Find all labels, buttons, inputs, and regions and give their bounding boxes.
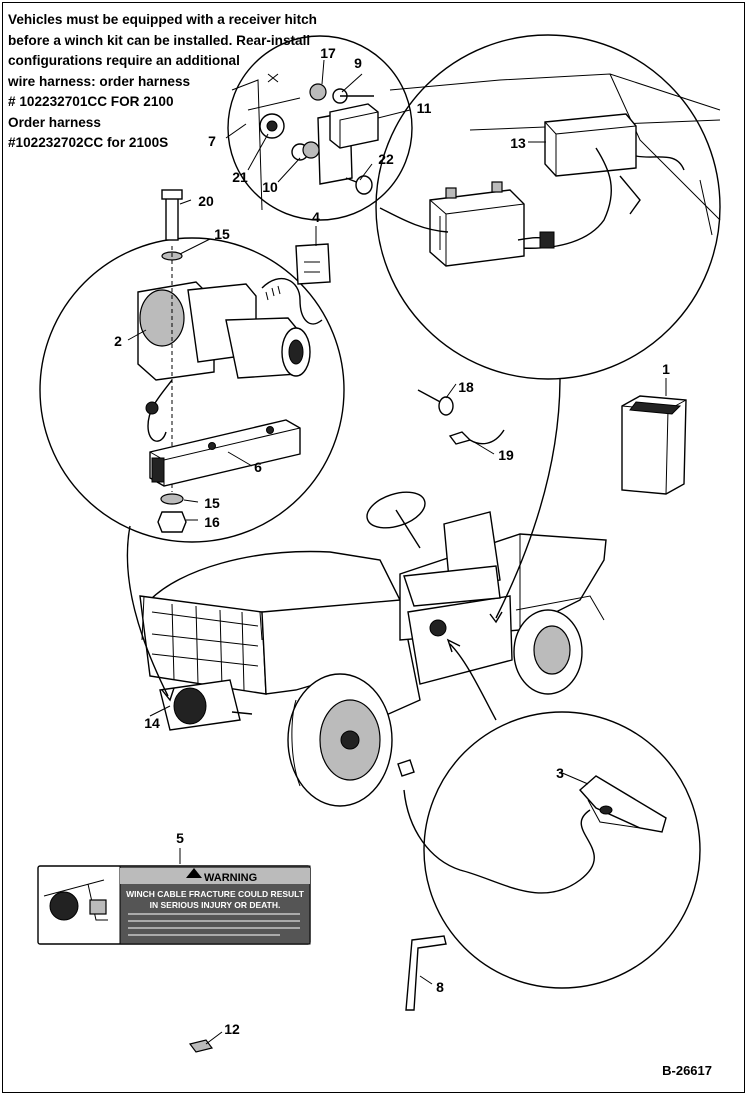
- warning-decal-line2: IN SERIOUS INJURY OR DEATH.: [150, 900, 281, 910]
- warning-decal-heading: WARNING: [204, 872, 257, 884]
- warning-decal: WARNING WINCH CABLE FRACTURE COULD RESUL…: [37, 865, 311, 945]
- callout-13: 13: [510, 135, 526, 151]
- callout-10: 10: [262, 179, 278, 195]
- hardware-detail-circle: [227, 35, 413, 221]
- callout-21: 21: [232, 169, 248, 185]
- callout-15-bottom: 15: [204, 495, 220, 511]
- note-line: wire harness: order harness: [8, 73, 191, 89]
- note-line: before a winch kit can be installed. Rea…: [8, 32, 311, 48]
- callout-4: 4: [312, 209, 320, 225]
- part-1-box: [621, 395, 687, 495]
- callout-22: 22: [378, 151, 394, 167]
- callout-9: 9: [354, 55, 362, 71]
- leader-curves: [126, 377, 561, 721]
- callout-leaders: [127, 59, 667, 1045]
- note-line: configurations require an additional: [8, 53, 240, 68]
- callout-20: 20: [198, 193, 214, 209]
- callout-8: 8: [436, 979, 444, 995]
- callout-7: 7: [208, 133, 216, 149]
- callout-17: 17: [320, 45, 336, 61]
- note-line: Order harness: [8, 114, 101, 130]
- battery-detail-circle: [375, 34, 721, 380]
- callout-3: 3: [556, 765, 564, 781]
- callout-2: 2: [114, 333, 122, 349]
- winch-detail-circle: [39, 189, 345, 543]
- callout-15-top: 15: [214, 226, 230, 242]
- callout-1: 1: [662, 361, 670, 377]
- callout-18: 18: [458, 379, 474, 395]
- callout-12: 12: [224, 1021, 240, 1037]
- callout-14: 14: [144, 715, 160, 731]
- callout-19: 19: [498, 447, 514, 463]
- note-line: #102232702CC for 2100S: [8, 135, 169, 150]
- figure-reference: B-26617: [662, 1063, 712, 1078]
- utility-vehicle: [139, 491, 607, 807]
- callout-labels: 1 2 3 4 5 6 7 8 9 10 11 12 13 14 15 15 1…: [114, 45, 670, 1037]
- installation-note: Vehicles must be equipped with a receive…: [8, 10, 368, 154]
- hardware-18-19: [417, 389, 505, 445]
- callout-11: 11: [417, 100, 432, 116]
- remote-detail-circle: [397, 711, 701, 1011]
- warning-decal-line1: WINCH CABLE FRACTURE COULD RESULT: [126, 889, 305, 899]
- callout-5: 5: [176, 830, 184, 846]
- callout-16: 16: [204, 514, 220, 530]
- callout-6: 6: [254, 459, 262, 475]
- note-line: Vehicles must be equipped with a receive…: [8, 12, 317, 27]
- note-line: # 102232701CC FOR 2100: [8, 94, 174, 109]
